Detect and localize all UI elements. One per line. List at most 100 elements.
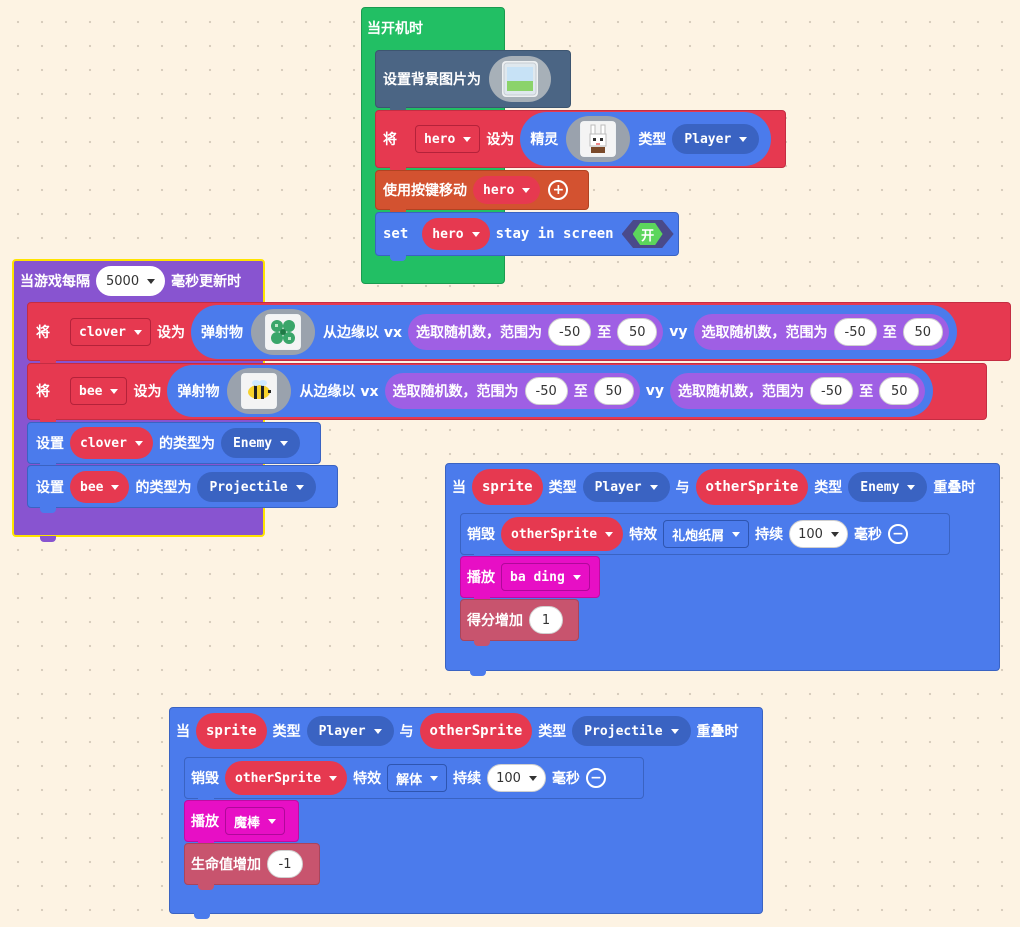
set-prefix-label: 将 [36, 325, 50, 341]
interval-prefix-label: 当游戏每隔 [20, 274, 90, 290]
minus-circle-icon[interactable]: − [585, 768, 606, 788]
sprite-label: 精灵 [530, 132, 559, 148]
play-label: 播放 [191, 814, 219, 830]
clover-variable-dropdown[interactable]: clover [70, 318, 151, 346]
plus-circle-icon[interactable]: + [548, 180, 569, 200]
projectile-from-side-block[interactable]: 弹射物 从边缘以 vx 选取随机数，范围为 -50 至 50 vy 选取随机数，… [167, 365, 934, 417]
destroy-target-dropdown[interactable]: otherSprite [501, 517, 624, 551]
sprite-param[interactable]: sprite [196, 713, 267, 749]
sprite-param-name: sprite [482, 479, 533, 495]
set-label: set [383, 226, 409, 242]
play-label: 播放 [467, 570, 495, 586]
kind-value: Player [318, 723, 366, 739]
kind-dropdown[interactable]: Projectile [197, 472, 316, 502]
kind-value: Enemy [232, 435, 273, 451]
duration-dropdown[interactable]: 100 [487, 764, 546, 792]
on-toggle[interactable]: 开 [621, 220, 674, 248]
duration-label: 持续 [755, 527, 784, 543]
other-kind-dropdown[interactable]: Enemy [848, 472, 928, 502]
random-vx-block[interactable]: 选取随机数，范围为 -50 至 50 [408, 314, 664, 350]
random-min-input[interactable]: -50 [548, 318, 592, 346]
variable-name: hero [432, 226, 464, 242]
bee-variable-dropdown[interactable]: bee [70, 377, 128, 405]
other-kind-dropdown[interactable]: Projectile [572, 716, 691, 746]
background-image-picker[interactable] [489, 56, 551, 102]
destroy-label: 销毁 [191, 771, 219, 787]
interval-dropdown[interactable]: 5000 [96, 266, 166, 296]
random-max-input[interactable]: 50 [617, 318, 658, 346]
projectile-image-picker[interactable] [250, 309, 315, 355]
to-label: 至 [597, 325, 612, 341]
variable-name: otherSprite [511, 526, 598, 542]
sprite-image-picker[interactable] [566, 116, 631, 162]
chevron-down-icon [329, 775, 338, 781]
duration-dropdown[interactable]: 100 [789, 520, 848, 548]
vy-label: vy [645, 383, 665, 399]
destroy-label: 销毁 [467, 527, 495, 543]
score-amount-input[interactable]: 1 [529, 606, 563, 634]
sprite-kind-value: Player [684, 131, 732, 147]
random-range-label: 选取随机数，范围为 [701, 325, 828, 341]
random-vy-block[interactable]: 选取随机数，范围为 -50 至 50 [670, 373, 926, 409]
overlaps-label: 重叠时 [696, 724, 739, 740]
when-label: 当 [452, 480, 466, 496]
sprite-param[interactable]: sprite [472, 469, 543, 505]
chevron-down-icon [670, 728, 679, 734]
random-vy-block[interactable]: 选取随机数，范围为 -50 至 50 [693, 314, 949, 350]
create-sprite-block[interactable]: 精灵 类型 Player [520, 112, 772, 166]
minus-circle-icon[interactable]: − [887, 524, 908, 544]
sprite-kind-dropdown[interactable]: Player [582, 472, 670, 502]
random-max-input[interactable]: 50 [902, 318, 943, 346]
projectile-image-picker[interactable] [227, 368, 292, 414]
stay-sprite-dropdown[interactable]: hero [422, 218, 490, 250]
set-kind-prefix-label: 设置 [36, 480, 64, 496]
effect-value: 解体 [396, 772, 423, 788]
hero-variable-dropdown[interactable]: hero [415, 125, 481, 153]
clover-image-icon [264, 314, 301, 350]
sound-dropdown[interactable]: ba ding [501, 563, 590, 591]
chevron-down-icon [732, 531, 741, 537]
kind-is-label: 的类型为 [158, 436, 215, 452]
life-amount-input[interactable]: -1 [267, 850, 303, 878]
when-label: 当 [176, 724, 190, 740]
kind-label: 类型 [638, 132, 667, 148]
chevron-down-icon [147, 278, 156, 284]
and-label: 与 [399, 724, 414, 740]
to-label: 至 [859, 384, 874, 400]
random-vx-block[interactable]: 选取随机数，范围为 -50 至 50 [384, 373, 640, 409]
variable-name: bee [80, 479, 104, 495]
effect-dropdown[interactable]: 礼炮纸屑 [663, 520, 750, 548]
sprite-param-name: sprite [206, 723, 257, 739]
random-min-input[interactable]: -50 [833, 318, 877, 346]
random-min-input[interactable]: -50 [524, 377, 568, 405]
destroy-target-dropdown[interactable]: otherSprite [225, 761, 348, 795]
bee-variable-dropdown[interactable]: bee [70, 471, 130, 503]
sprite-kind-dropdown[interactable]: Player [672, 124, 760, 154]
kind-value: Player [594, 479, 642, 495]
sprite-kind-dropdown[interactable]: Player [306, 716, 394, 746]
variable-name: clover [79, 324, 126, 340]
kind-label: 类型 [272, 724, 301, 740]
to-label: 至 [573, 384, 588, 400]
ms-label: 毫秒 [551, 771, 580, 787]
random-max-input[interactable]: 50 [593, 377, 634, 405]
move-sprite-dropdown[interactable]: hero [473, 176, 541, 204]
other-sprite-param[interactable]: otherSprite [419, 713, 533, 749]
stay-in-screen-label: stay in screen [495, 226, 614, 242]
random-max-input[interactable]: 50 [879, 377, 920, 405]
kind-is-label: 的类型为 [135, 480, 192, 496]
random-range-label: 选取随机数，范围为 [416, 325, 542, 341]
projectile-from-side-block[interactable]: 弹射物 从边缘以 vx 选取随机数，范围为 -50 至 50 vy 选取随机数，… [190, 305, 957, 359]
vy-label: vy [669, 324, 688, 340]
random-min-input[interactable]: -50 [810, 377, 854, 405]
set-prefix-label: 将 [36, 384, 50, 400]
effect-dropdown[interactable]: 解体 [387, 764, 448, 792]
other-sprite-param[interactable]: otherSprite [695, 469, 809, 505]
chevron-down-icon [907, 484, 916, 490]
sound-dropdown[interactable]: 魔棒 [225, 807, 286, 835]
chevron-down-icon [471, 231, 480, 237]
set-to-label: 设为 [133, 384, 162, 400]
projectile-label: 弹射物 [200, 325, 243, 341]
kind-dropdown[interactable]: Enemy [220, 428, 301, 458]
clover-variable-dropdown[interactable]: clover [70, 427, 153, 459]
